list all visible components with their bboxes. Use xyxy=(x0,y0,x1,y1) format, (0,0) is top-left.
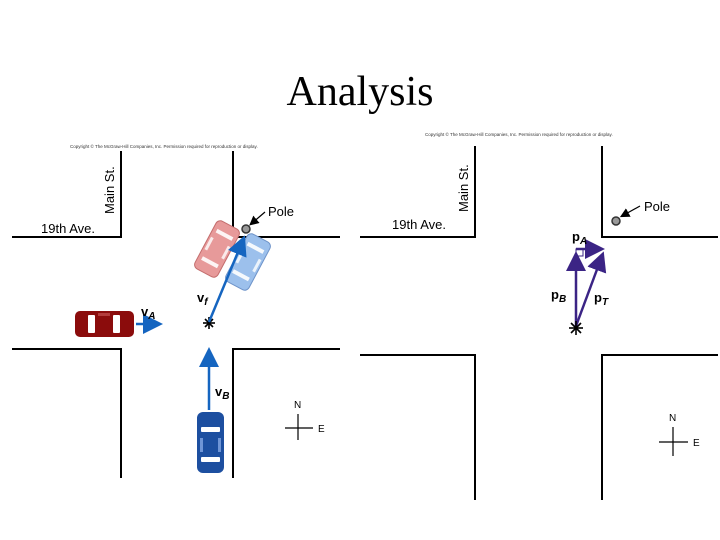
left-copyright: Copyright © The McGraw-Hill Companies, I… xyxy=(70,143,258,149)
pT-arrow xyxy=(574,251,607,327)
right-pole xyxy=(611,216,621,226)
vf-arrow xyxy=(207,235,247,323)
blue-car xyxy=(197,412,224,473)
right-pole-pointer xyxy=(619,205,641,218)
vA-label: vA xyxy=(141,304,155,322)
left-compass-east: E xyxy=(318,424,325,435)
page-title: Analysis xyxy=(286,69,434,115)
right-copyright: Copyright © The McGraw-Hill Companies, I… xyxy=(425,131,613,137)
left-pole-label: Pole xyxy=(268,204,294,219)
right-19th-ave-label: 19th Ave. xyxy=(392,217,446,232)
right-pole-label: Pole xyxy=(644,199,670,214)
right-compass-east: E xyxy=(693,438,700,449)
right-panel: Copyright © The McGraw-Hill Companies, I… xyxy=(360,131,718,500)
left-compass-north: N xyxy=(294,400,301,411)
left-pole xyxy=(241,224,251,234)
left-pole-pointer xyxy=(249,211,266,226)
right-collision-star xyxy=(569,321,583,335)
red-car xyxy=(75,311,134,337)
right-compass xyxy=(659,427,688,456)
left-road-edges xyxy=(12,151,340,478)
left-main-st-label: Main St. xyxy=(102,166,117,214)
vf-label: vf xyxy=(197,290,209,308)
pA-label: pA xyxy=(572,229,587,247)
right-main-st-label: Main St. xyxy=(456,164,471,212)
vB-label: vB xyxy=(215,384,229,402)
right-road-edges xyxy=(360,146,718,500)
left-panel: Copyright © The McGraw-Hill Companies, I… xyxy=(12,143,340,478)
left-19th-ave-label: 19th Ave. xyxy=(41,221,95,236)
left-compass xyxy=(285,414,313,440)
pT-label: pT xyxy=(594,290,609,308)
pB-label: pB xyxy=(551,287,566,305)
right-compass-north: N xyxy=(669,413,676,424)
